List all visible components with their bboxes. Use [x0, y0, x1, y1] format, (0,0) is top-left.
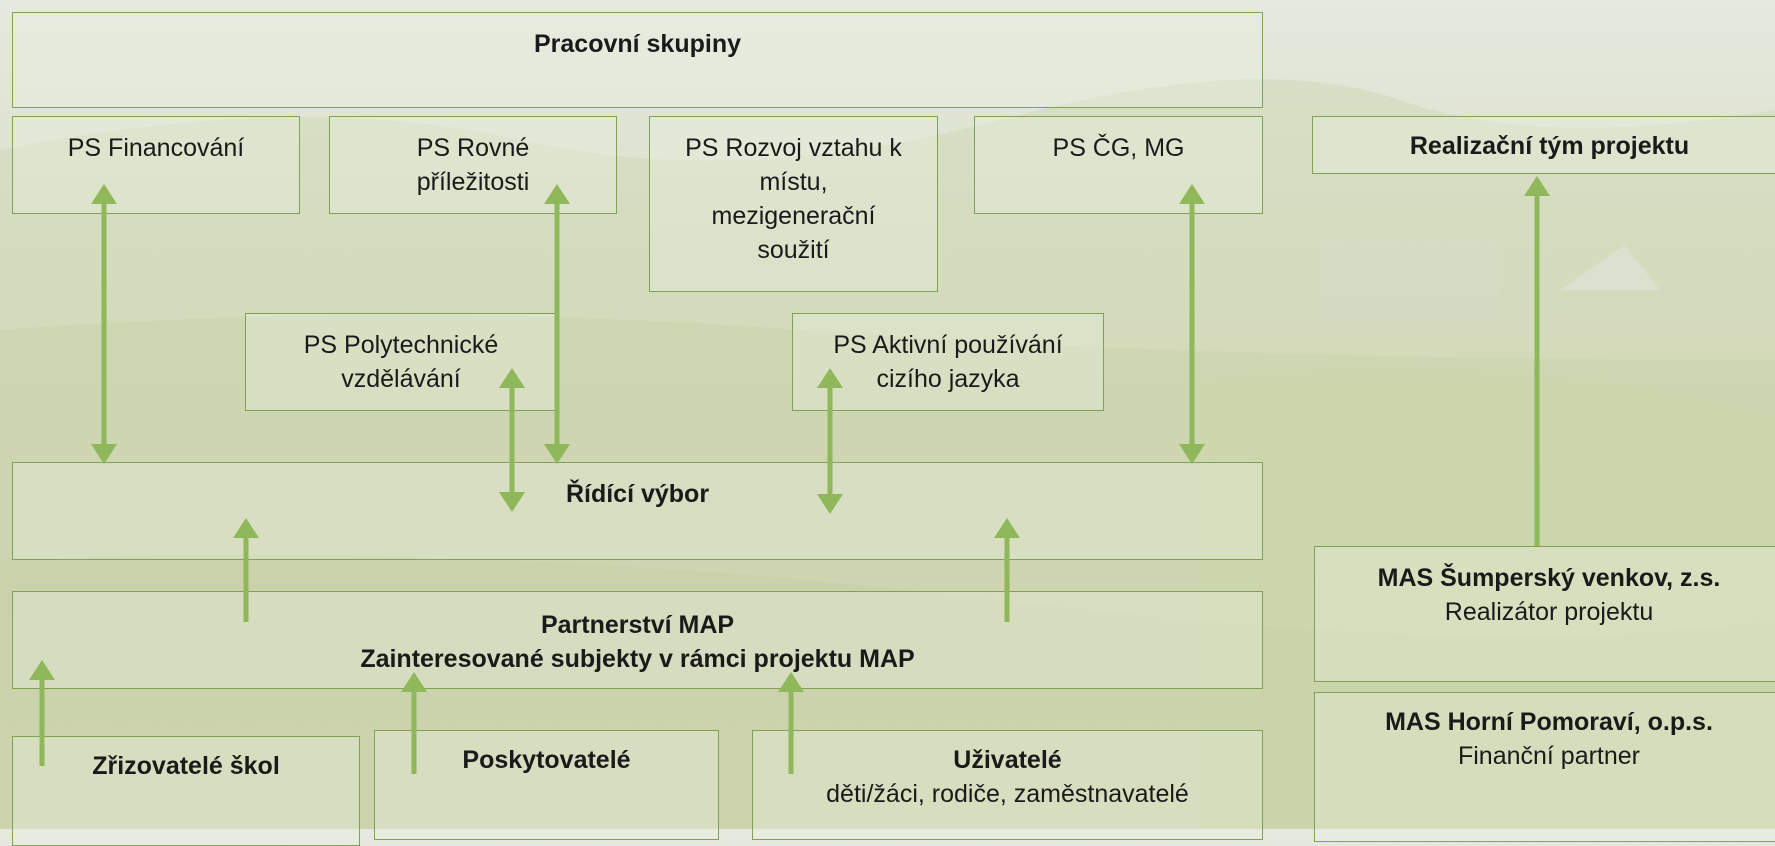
arrow-partnerstvi-ridici-right: [994, 518, 1020, 622]
ps-financovani-label: PS Financování: [67, 134, 245, 162]
arrow-realizator-tym: [1524, 176, 1550, 546]
ps-aktivni-line-1: PS Aktivní používání: [833, 331, 1063, 359]
uzivatele-box: Uživatelé děti/žáci, rodiče, zaměstnavat…: [752, 730, 1263, 840]
arrow-uzivatele-partnerstvi: [778, 672, 804, 774]
implementer-name: MAS Šumperský venkov, z.s.: [1377, 564, 1721, 592]
partnership-subtitle: Zainteresované subjekty v rámci projektu…: [360, 645, 915, 673]
arrow-cgmg-ridici: [1179, 184, 1205, 464]
project-team-title: Realizační tým projektu: [1409, 132, 1690, 160]
ps-polytechnicke-line-2: vzdělávání: [341, 365, 461, 393]
arrow-polytechnicke-ridici: [499, 368, 525, 512]
poskytovatele-box: Poskytovatelé: [374, 730, 719, 840]
ps-rozvoj-box: PS Rozvoj vztahu k místu, mezigenerační …: [649, 116, 938, 292]
finance-partner-name: MAS Horní Pomoraví, o.p.s.: [1385, 708, 1713, 736]
steering-committee-box: Řídící výbor: [12, 462, 1263, 560]
zrizovatele-title: Zřizovatelé škol: [92, 752, 280, 780]
arrow-rovne-ridici: [544, 184, 570, 464]
ps-rozvoj-line-4: soužití: [757, 236, 830, 264]
uzivatele-subtitle: děti/žáci, rodiče, zaměstnavatelé: [826, 780, 1189, 808]
steering-committee-title: Řídící výbor: [565, 480, 710, 508]
ps-polytechnicke-line-1: PS Polytechnické: [303, 331, 499, 359]
ps-rozvoj-line-1: PS Rozvoj vztahu k: [685, 134, 902, 162]
ps-rozvoj-line-3: mezigenerační: [711, 202, 876, 230]
ps-rovne-line-2: příležitosti: [416, 168, 530, 196]
arrow-financovani-ridici: [91, 184, 117, 464]
ps-financovani-box: PS Financování: [12, 116, 300, 214]
poskytovatele-title: Poskytovatelé: [462, 746, 631, 774]
working-groups-title: Pracovní skupiny: [533, 30, 742, 58]
ps-rozvoj-line-2: místu,: [759, 168, 828, 196]
zrizovatele-box: Zřizovatelé škol: [12, 736, 360, 846]
partnership-box: Partnerství MAP Zainteresované subjekty …: [12, 591, 1263, 689]
arrow-poskytovatele-partnerstvi: [401, 672, 427, 774]
arrow-aktivni-ridici: [817, 368, 843, 514]
finance-partner-box: MAS Horní Pomoraví, o.p.s. Finanční part…: [1314, 692, 1775, 842]
connector-arrows: [29, 176, 1550, 774]
uzivatele-title: Uživatelé: [953, 746, 1062, 774]
ps-aktivni-line-2: cizího jazyka: [876, 365, 1020, 393]
working-groups-box: Pracovní skupiny: [12, 12, 1263, 108]
arrow-partnerstvi-ridici-left: [233, 518, 259, 622]
ps-rovne-box: PS Rovné příležitosti: [329, 116, 617, 214]
finance-partner-role: Finanční partner: [1457, 742, 1641, 770]
ps-rovne-line-1: PS Rovné: [416, 134, 530, 162]
implementer-box: MAS Šumperský venkov, z.s. Realizátor pr…: [1314, 546, 1775, 682]
implementer-role: Realizátor projektu: [1444, 598, 1654, 626]
project-team-box: Realizační tým projektu: [1312, 116, 1775, 174]
partnership-title: Partnerství MAP: [540, 611, 735, 639]
ps-polytechnicke-box: PS Polytechnické vzdělávání: [245, 313, 557, 411]
ps-cg-mg-box: PS ČG, MG: [974, 116, 1263, 214]
arrow-zrizovatele-partnerstvi: [29, 660, 55, 766]
ps-cg-mg-label: PS ČG, MG: [1052, 134, 1185, 162]
ps-aktivni-box: PS Aktivní používání cizího jazyka: [792, 313, 1104, 411]
